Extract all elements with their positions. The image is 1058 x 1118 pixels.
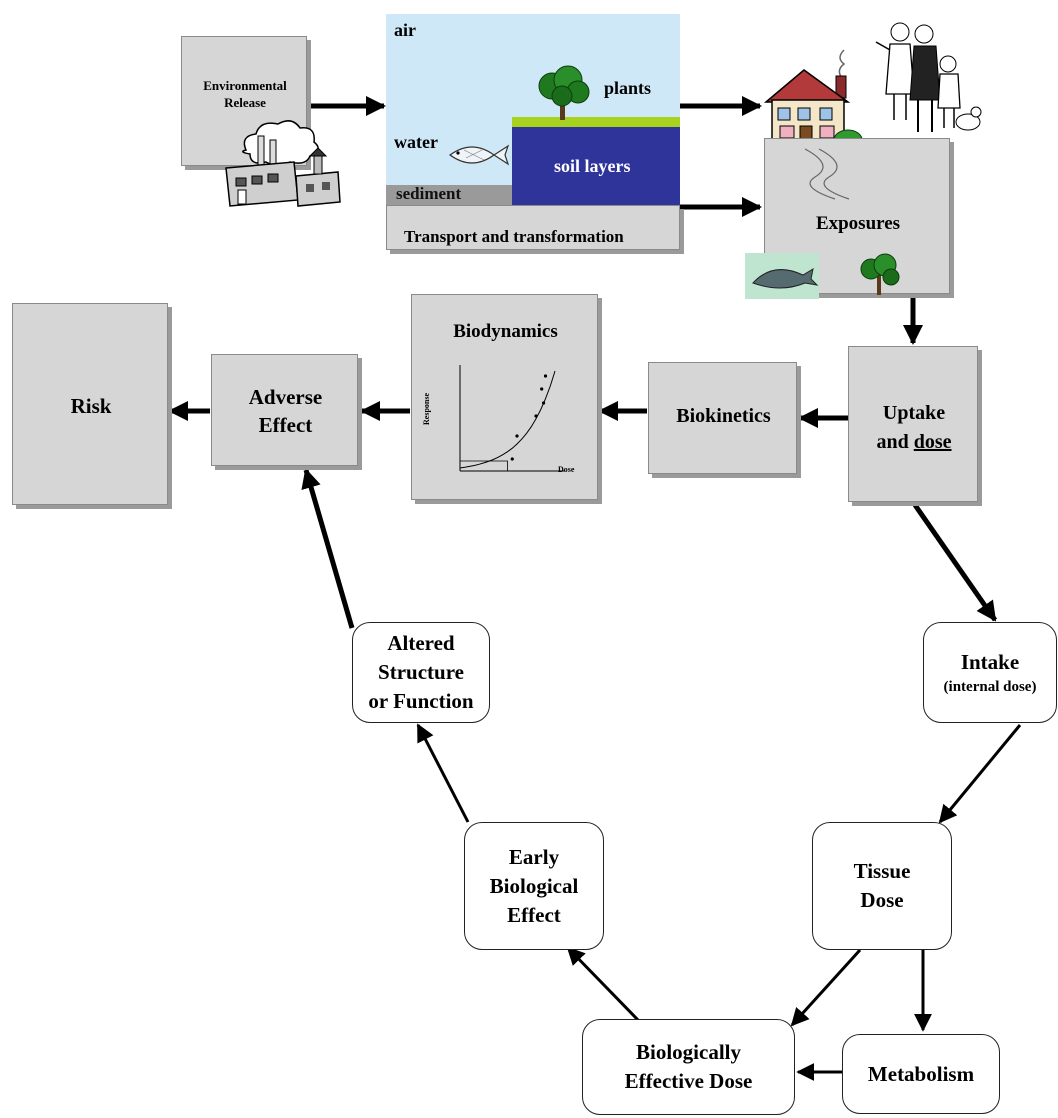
biodynamics-title: Biodynamics xyxy=(453,321,558,342)
risk-box: Risk xyxy=(12,303,168,505)
intake-box: Intake (internal dose) xyxy=(923,622,1057,723)
biokinetics-label: Biokinetics xyxy=(676,405,771,427)
risk-label: Risk xyxy=(70,394,112,418)
tissue-dose-box: Tissue Dose xyxy=(812,822,952,950)
environment-panel: air plants water soil layers sediment Tr… xyxy=(386,14,680,250)
dose-label: dose xyxy=(913,431,952,453)
air-label: air xyxy=(394,20,416,40)
soil-layers-region xyxy=(512,127,680,205)
and-dose-line: and dose xyxy=(849,428,979,457)
house-icon xyxy=(763,49,863,151)
sediment-label: sediment xyxy=(396,184,462,203)
biologically-effective-dose-box: Biologically Effective Dose xyxy=(582,1019,795,1115)
whale-panel xyxy=(745,253,819,299)
arrow-bed-to-early xyxy=(566,946,640,1022)
biodynamics-box: Biodynamics Dose Response xyxy=(411,294,598,500)
intake-sublabel: (internal dose) xyxy=(943,679,1037,695)
fish-icon xyxy=(448,144,510,166)
data-point-0 xyxy=(510,457,514,461)
metabolism-box: Metabolism xyxy=(842,1034,1000,1114)
data-point-3 xyxy=(540,387,544,391)
arrow-uptake-to-intake xyxy=(912,503,998,622)
dose-response-chart xyxy=(459,365,565,472)
dose-axis-label: Dose xyxy=(558,465,575,474)
plants-label: plants xyxy=(604,78,652,98)
dose-response-plot xyxy=(459,365,565,472)
tissue-dose-label: Tissue Dose xyxy=(853,859,911,912)
whale-icon xyxy=(752,267,819,289)
metabolism-label: Metabolism xyxy=(867,1061,975,1086)
exposures-box: Exposures xyxy=(745,138,950,299)
and-label: and xyxy=(876,431,914,453)
data-point-4 xyxy=(543,374,548,378)
data-point-2 xyxy=(534,414,538,418)
adverse-effect-label: Adverse Effect xyxy=(248,385,323,437)
arrow-early-to-altered xyxy=(416,723,470,823)
early-biological-effect-label: Early Biological Effect xyxy=(489,844,579,927)
arrow-altered-to-adverse xyxy=(301,468,355,629)
uptake-label: Uptake xyxy=(882,402,946,424)
biologically-effective-dose-label: Biologically Effective Dose xyxy=(624,1040,753,1093)
people-icon xyxy=(875,22,982,132)
soil-surface xyxy=(512,117,680,127)
altered-structure-label: Altered Structure or Function xyxy=(368,631,474,713)
uptake-dose-label: Uptake and dose xyxy=(849,399,979,457)
arrow-intake-to-tissue xyxy=(938,724,1022,824)
altered-structure-box: Altered Structure or Function xyxy=(352,622,490,723)
transport-label: Transport and transformation xyxy=(404,227,624,246)
water-label: water xyxy=(394,132,438,152)
adverse-effect-box: Adverse Effect xyxy=(211,354,358,466)
soil-layers-label: soil layers xyxy=(554,156,631,176)
tree-icon xyxy=(538,65,590,120)
environmental-release-label: Environmental Release xyxy=(203,78,287,110)
exposures-label: Exposures xyxy=(815,213,901,234)
data-point-5 xyxy=(542,401,546,405)
transport-box xyxy=(386,205,680,250)
biokinetics-box: Biokinetics xyxy=(648,362,797,474)
threshold-guide xyxy=(460,460,508,471)
factory-icon xyxy=(225,120,341,207)
response-axis-label: Response xyxy=(422,392,431,425)
early-biological-effect-box: Early Biological Effect xyxy=(464,822,604,950)
data-point-1 xyxy=(515,434,519,438)
path-icon xyxy=(804,148,850,200)
intake-label: Intake xyxy=(960,650,1020,674)
uptake-dose-box: Uptake and dose xyxy=(848,346,978,502)
arrow-tissue-to-bed xyxy=(790,948,862,1027)
dose-response-curve xyxy=(459,370,556,469)
shrub-icon xyxy=(860,253,900,295)
sediment-strip xyxy=(386,185,512,205)
